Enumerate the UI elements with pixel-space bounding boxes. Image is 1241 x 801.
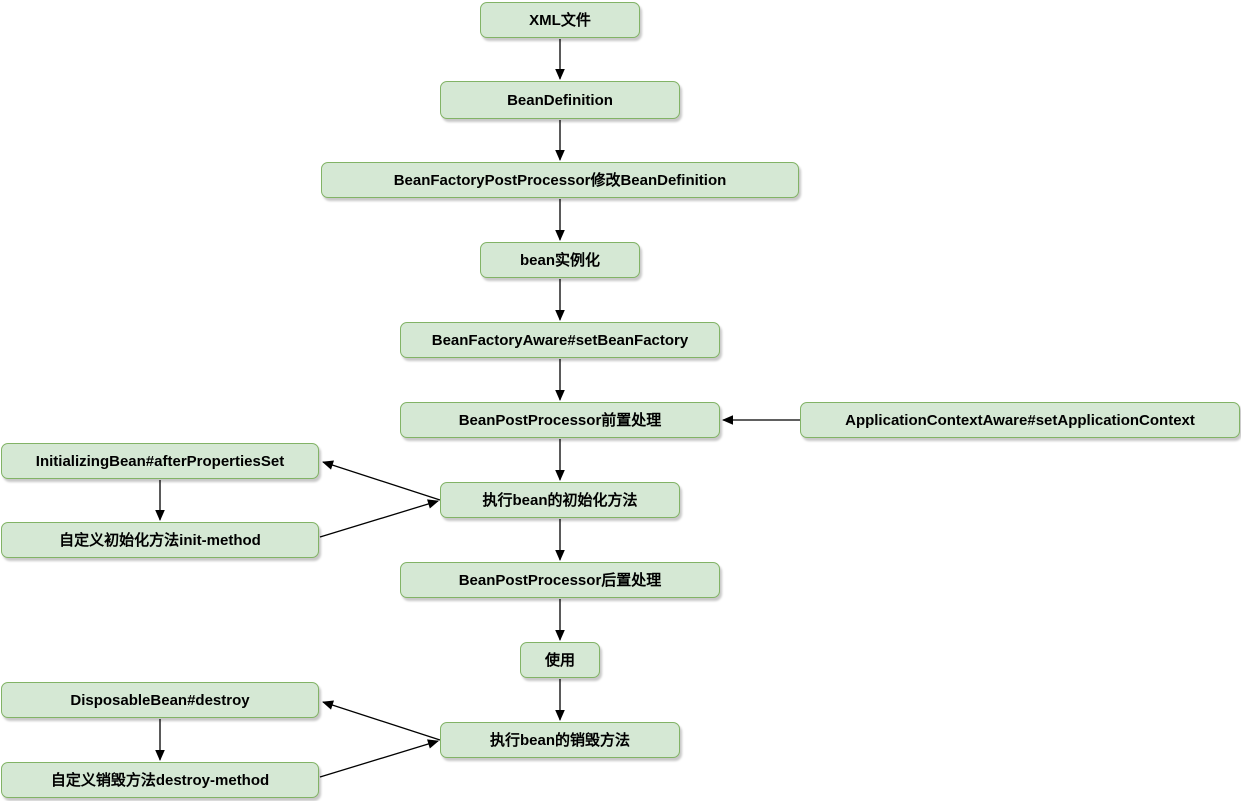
node-bean-post-processor-after: BeanPostProcessor后置处理 <box>400 562 720 598</box>
node-initializing-bean: InitializingBean#afterPropertiesSet <box>1 443 319 479</box>
node-bean-definition: BeanDefinition <box>440 81 680 119</box>
node-exec-init-method: 执行bean的初始化方法 <box>440 482 680 518</box>
arrow-custom-destroy-to-exec-destroy <box>319 739 439 778</box>
arrow-exec-destroy-to-disposablebean <box>322 700 441 741</box>
node-disposable-bean: DisposableBean#destroy <box>1 682 319 718</box>
node-xml-file: XML文件 <box>480 2 640 38</box>
node-bean-instantiation: bean实例化 <box>480 242 640 278</box>
arrow-exec-init-to-initializingbean <box>322 460 441 501</box>
node-application-context-aware: ApplicationContextAware#setApplicationCo… <box>800 402 1240 438</box>
node-bean-post-processor-before: BeanPostProcessor前置处理 <box>400 402 720 438</box>
arrow-custom-init-to-exec-init <box>319 499 439 538</box>
node-bean-factory-aware: BeanFactoryAware#setBeanFactory <box>400 322 720 358</box>
node-use: 使用 <box>520 642 600 678</box>
node-bean-factory-post-processor: BeanFactoryPostProcessor修改BeanDefinition <box>321 162 799 198</box>
node-exec-destroy-method: 执行bean的销毁方法 <box>440 722 680 758</box>
node-custom-init-method: 自定义初始化方法init-method <box>1 522 319 558</box>
node-custom-destroy-method: 自定义销毁方法destroy-method <box>1 762 319 798</box>
